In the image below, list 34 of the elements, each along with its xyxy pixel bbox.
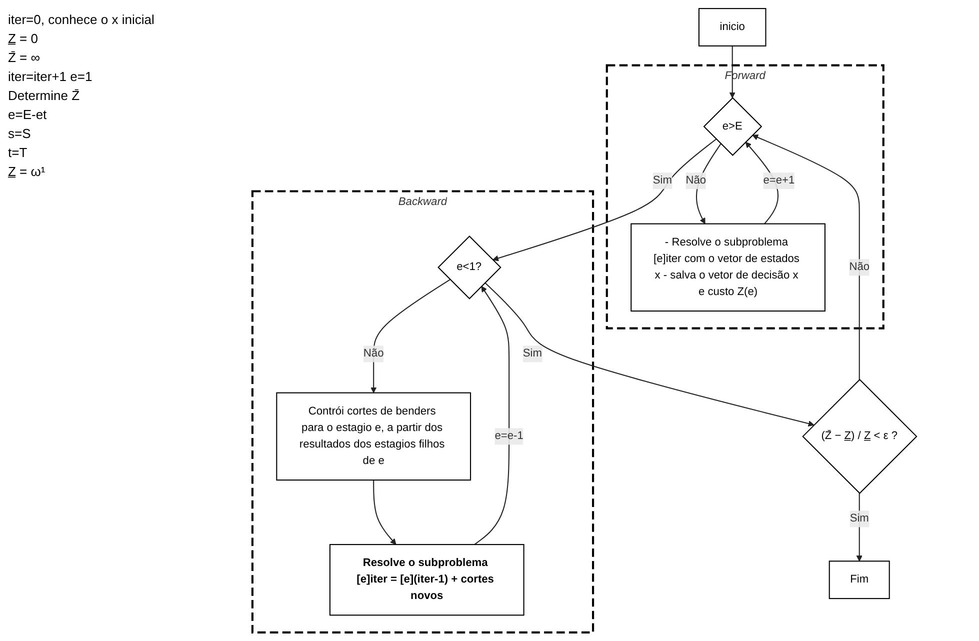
- arrow: [696, 143, 722, 224]
- annotation-text: iter=0, conhece o x inicial: [8, 12, 156, 27]
- annotation-text: e=E-et: [8, 107, 48, 122]
- node-box: Resolve o subproblema [e]iter = [e](iter-1) + cortes novos: [329, 544, 524, 616]
- node-diamond: e<1?: [438, 236, 502, 300]
- edge-label: Sim: [522, 348, 542, 360]
- arrow: [492, 138, 717, 262]
- edge-label: Sim: [652, 174, 672, 186]
- arrow: [370, 279, 450, 394]
- edge-label: Não: [363, 348, 384, 360]
- edge-label: e=e-1: [494, 430, 524, 442]
- arrow: [474, 286, 510, 545]
- annotation-text: iter=iter+1 e=1: [8, 69, 94, 84]
- arrow: [752, 134, 860, 380]
- arrow: [373, 480, 396, 545]
- arrow: [729, 46, 736, 98]
- edge-label: Não: [849, 261, 870, 273]
- annotation-text: Determine Z̄: [8, 88, 81, 103]
- arrow: [856, 493, 862, 562]
- annotation-text: Z̄ = ∞: [8, 50, 42, 65]
- node-diamond: (Z̄ − Z̲) / Z̲ < ε ?: [802, 378, 918, 494]
- annotation-text: Z̲ = ω¹: [8, 164, 46, 179]
- annotation-text: Z̲ = 0: [8, 31, 39, 46]
- node-box: - Resolve o subproblema [e]iter com o vetor de estados x - salva o vetor de decisão x e custo Z(e): [630, 223, 826, 312]
- edge-label: Não: [686, 174, 706, 186]
- edge-label: Sim: [850, 512, 869, 524]
- annotation-text: t=T: [8, 145, 28, 160]
- node-diamond: e>E: [703, 97, 762, 156]
- node-box: Contrói cortes de benders para o estagio e, a partir dos resultados dos estagios filhos de e: [276, 392, 472, 481]
- edge-label: e=e+1: [763, 174, 795, 186]
- arrow: [484, 282, 814, 427]
- node-box: inicio: [698, 8, 766, 46]
- node-box: Fim: [828, 560, 890, 600]
- annotation-text: s=S: [8, 126, 32, 141]
